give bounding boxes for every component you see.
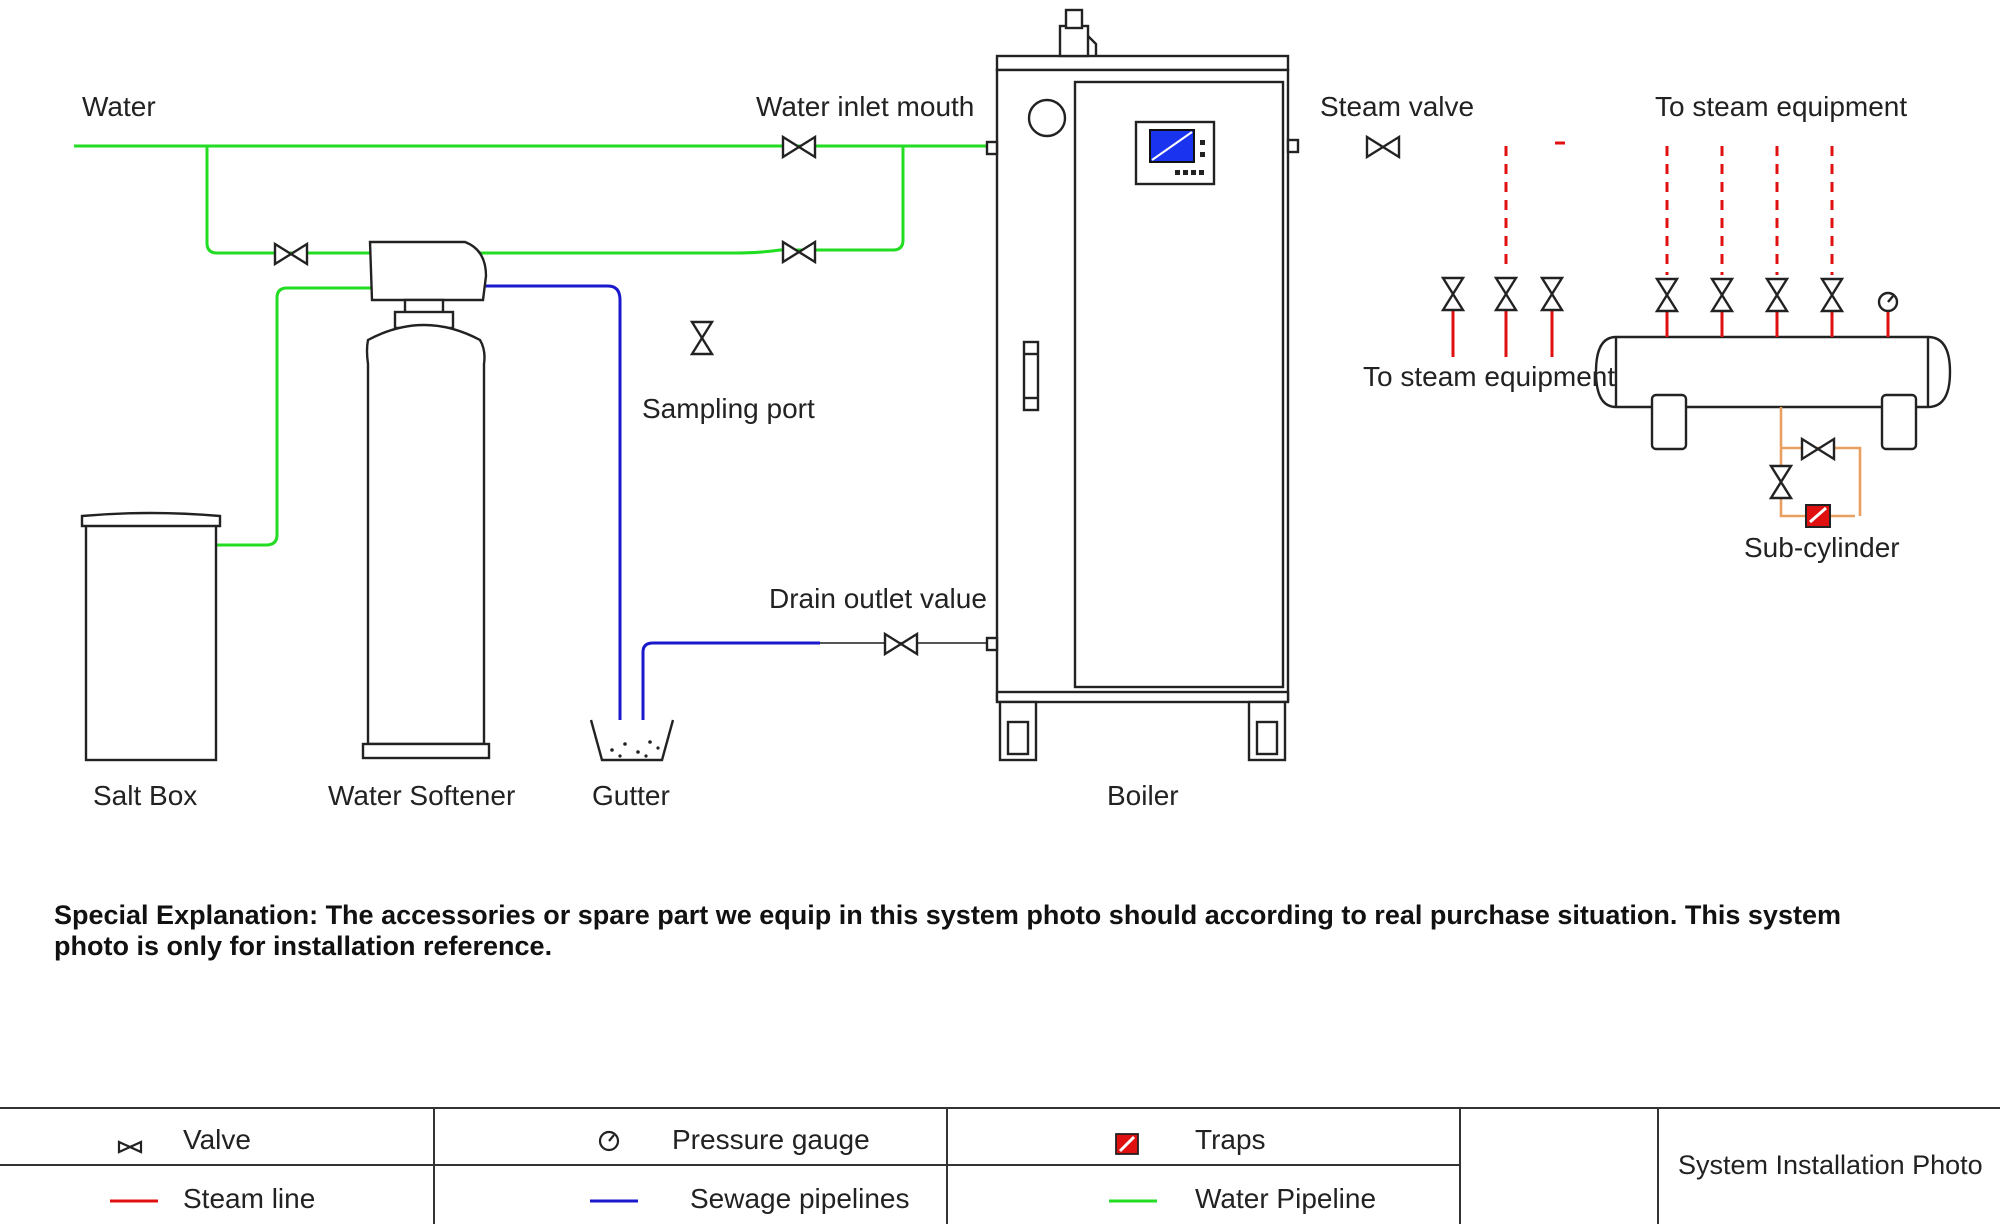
header-valve-3-icon bbox=[1765, 277, 1789, 313]
trap-icon bbox=[1805, 504, 1831, 528]
label-water: Water bbox=[82, 91, 156, 122]
legend-table: Valve Pressure gauge Traps Steam line Se… bbox=[0, 1107, 2000, 1224]
label-sub-cylinder: Sub-cylinder bbox=[1744, 532, 1900, 563]
steam-outlet-valve-3-icon bbox=[1540, 276, 1564, 312]
screen-glare bbox=[1151, 131, 1193, 161]
gutter-icon bbox=[589, 719, 675, 762]
label-drain-outlet: Drain outlet value bbox=[769, 583, 987, 614]
label-gutter: Gutter bbox=[592, 780, 670, 811]
bypass-valve-icon bbox=[273, 242, 309, 266]
boiler-icon bbox=[985, 8, 1300, 762]
legend-pressure-gauge-icon bbox=[598, 1130, 620, 1152]
inlet-valve-icon bbox=[781, 135, 817, 159]
legend-traps-icon bbox=[1115, 1133, 1139, 1155]
steam-valve-icon bbox=[1365, 135, 1401, 159]
label-sampling-port: Sampling port bbox=[642, 393, 815, 424]
header-valve-4-icon bbox=[1820, 277, 1844, 313]
legend-valve-label: Valve bbox=[183, 1124, 251, 1155]
trap-drain-lines bbox=[1779, 407, 1862, 518]
sewage-pipelines bbox=[485, 284, 993, 725]
softener-outlet-valve-icon bbox=[781, 240, 817, 264]
sampling-valve-icon bbox=[690, 320, 714, 356]
water-pipelines bbox=[74, 144, 993, 547]
water-softener-icon bbox=[361, 240, 491, 760]
bypass-trap-valve-icon bbox=[1800, 437, 1836, 461]
special-explanation: Special Explanation: The accessories or … bbox=[54, 900, 1841, 961]
legend-water-pipeline-label: Water Pipeline bbox=[1195, 1183, 1376, 1214]
drain-valve-icon bbox=[883, 632, 919, 656]
header-valve-1-icon bbox=[1655, 277, 1679, 313]
pressure-gauge-icon bbox=[1877, 291, 1899, 313]
legend-steam-line-label: Steam line bbox=[183, 1183, 315, 1214]
header-valve-2-icon bbox=[1710, 277, 1734, 313]
steam-lines-right bbox=[1665, 146, 1890, 337]
trap-inlet-valve-icon bbox=[1769, 464, 1793, 500]
legend-title: System Installation Photo bbox=[1678, 1150, 1983, 1180]
label-steam-valve: Steam valve bbox=[1320, 91, 1474, 122]
legend-valve-icon bbox=[117, 1140, 143, 1154]
label-water-softener: Water Softener bbox=[328, 780, 515, 811]
legend-sewage-label: Sewage pipelines bbox=[690, 1183, 910, 1214]
steam-outlet-valve-2-icon bbox=[1494, 276, 1518, 312]
control-panel-buttons bbox=[1175, 140, 1205, 175]
label-to-steam-equipment-mid: To steam equipment bbox=[1363, 361, 1615, 392]
sub-cylinder-icon bbox=[1594, 335, 1952, 451]
label-salt-box: Salt Box bbox=[93, 780, 197, 811]
steam-outlet-valve-1-icon bbox=[1441, 276, 1465, 312]
label-to-steam-equipment-top: To steam equipment bbox=[1655, 91, 1907, 122]
legend-pressure-gauge-label: Pressure gauge bbox=[672, 1124, 870, 1155]
label-boiler: Boiler bbox=[1107, 780, 1179, 811]
salt-box-icon bbox=[80, 511, 222, 762]
steam-lines-middle bbox=[1451, 141, 1565, 357]
legend-traps-label: Traps bbox=[1195, 1124, 1266, 1155]
label-water-inlet-mouth: Water inlet mouth bbox=[756, 91, 974, 122]
